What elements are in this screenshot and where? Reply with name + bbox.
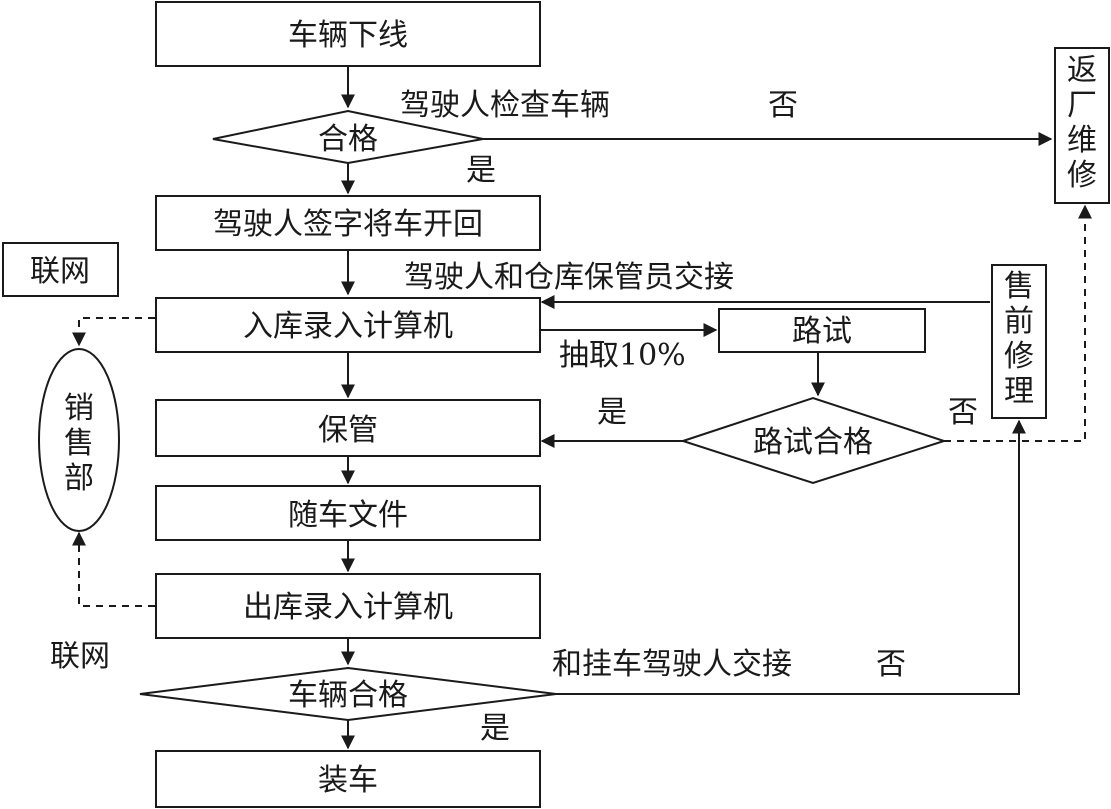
edge-entry-to-sales [72,317,155,347]
label-yes-road: 是 [597,395,627,430]
edge-vehicle-unqualified-to-presale [556,419,1026,695]
svg-text:入库录入计算机: 入库录入计算机 [243,309,453,344]
return-repair-char-4: 修 [1067,158,1097,193]
sales-char-1: 销 [64,391,94,426]
presale-char-4: 理 [1004,374,1034,409]
presale-char-1: 售 [1004,269,1034,304]
svg-text:随车文件: 随车文件 [288,498,408,533]
presale-char-2: 前 [1004,304,1034,339]
node-warehouse-exit: 出库录入计算机 [155,573,541,639]
label-yes-1: 是 [466,153,496,188]
node-vehicle-qualified: 车辆合格 [139,666,557,722]
return-repair-char-2: 厂 [1067,88,1097,123]
label-yes-bottom: 是 [480,711,510,746]
edge-exit-to-sales [72,531,155,607]
sales-char-2: 售 [64,426,94,461]
svg-text:路试: 路试 [792,314,852,349]
node-road-test-qualified: 路试合格 [679,396,948,485]
node-driver-sign: 驾驶人签字将车开回 [155,195,541,251]
node-sales-dept: 销 售 部 [38,348,120,532]
label-network-bottom: 联网 [50,639,110,674]
svg-text:合格: 合格 [318,122,378,157]
presale-char-3: 修 [1004,339,1034,374]
return-repair-char-3: 维 [1067,123,1097,158]
svg-text:联网: 联网 [30,254,90,289]
svg-text:保管: 保管 [318,413,378,448]
label-no-1: 否 [768,88,798,123]
label-handover-trailer: 和挂车驾驶人交接 [552,647,792,682]
node-storage: 保管 [155,399,541,457]
node-qualified-1: 合格 [212,109,484,165]
label-sample-10: 抽取10% [559,338,686,373]
sales-char-3: 部 [64,461,94,496]
edge-labels: 驾驶人检查车辆 否 是 驾驶人和仓库保管员交接 抽取10% 是 否 联网 和挂车… [50,88,978,746]
svg-text:车辆合格: 车辆合格 [288,678,408,713]
svg-text:车辆下线: 车辆下线 [288,18,408,53]
node-vehicle-offline: 车辆下线 [155,1,541,67]
svg-text:装车: 装车 [318,763,378,798]
svg-text:驾驶人签字将车开回: 驾驶人签字将车开回 [213,207,483,242]
node-vehicle-documents: 随车文件 [155,485,541,541]
label-handover-warehouse: 驾驶人和仓库保管员交接 [404,260,734,295]
node-warehouse-entry: 入库录入计算机 [155,297,541,353]
label-no-road: 否 [948,395,978,430]
label-no-bottom: 否 [876,647,906,682]
network-connectors [72,204,1092,607]
svg-text:路试合格: 路试合格 [753,425,873,460]
connectors [341,66,1053,750]
node-network-box: 联网 [2,242,119,297]
node-loading: 装车 [155,750,541,808]
node-return-repair: 返 厂 维 修 [1054,47,1110,204]
return-repair-char-1: 返 [1067,53,1097,88]
label-driver-inspect: 驾驶人检查车辆 [400,88,610,123]
node-road-test: 路试 [718,308,926,353]
svg-text:出库录入计算机: 出库录入计算机 [243,590,453,625]
node-pre-sale-repair: 售 前 修 理 [991,264,1047,419]
